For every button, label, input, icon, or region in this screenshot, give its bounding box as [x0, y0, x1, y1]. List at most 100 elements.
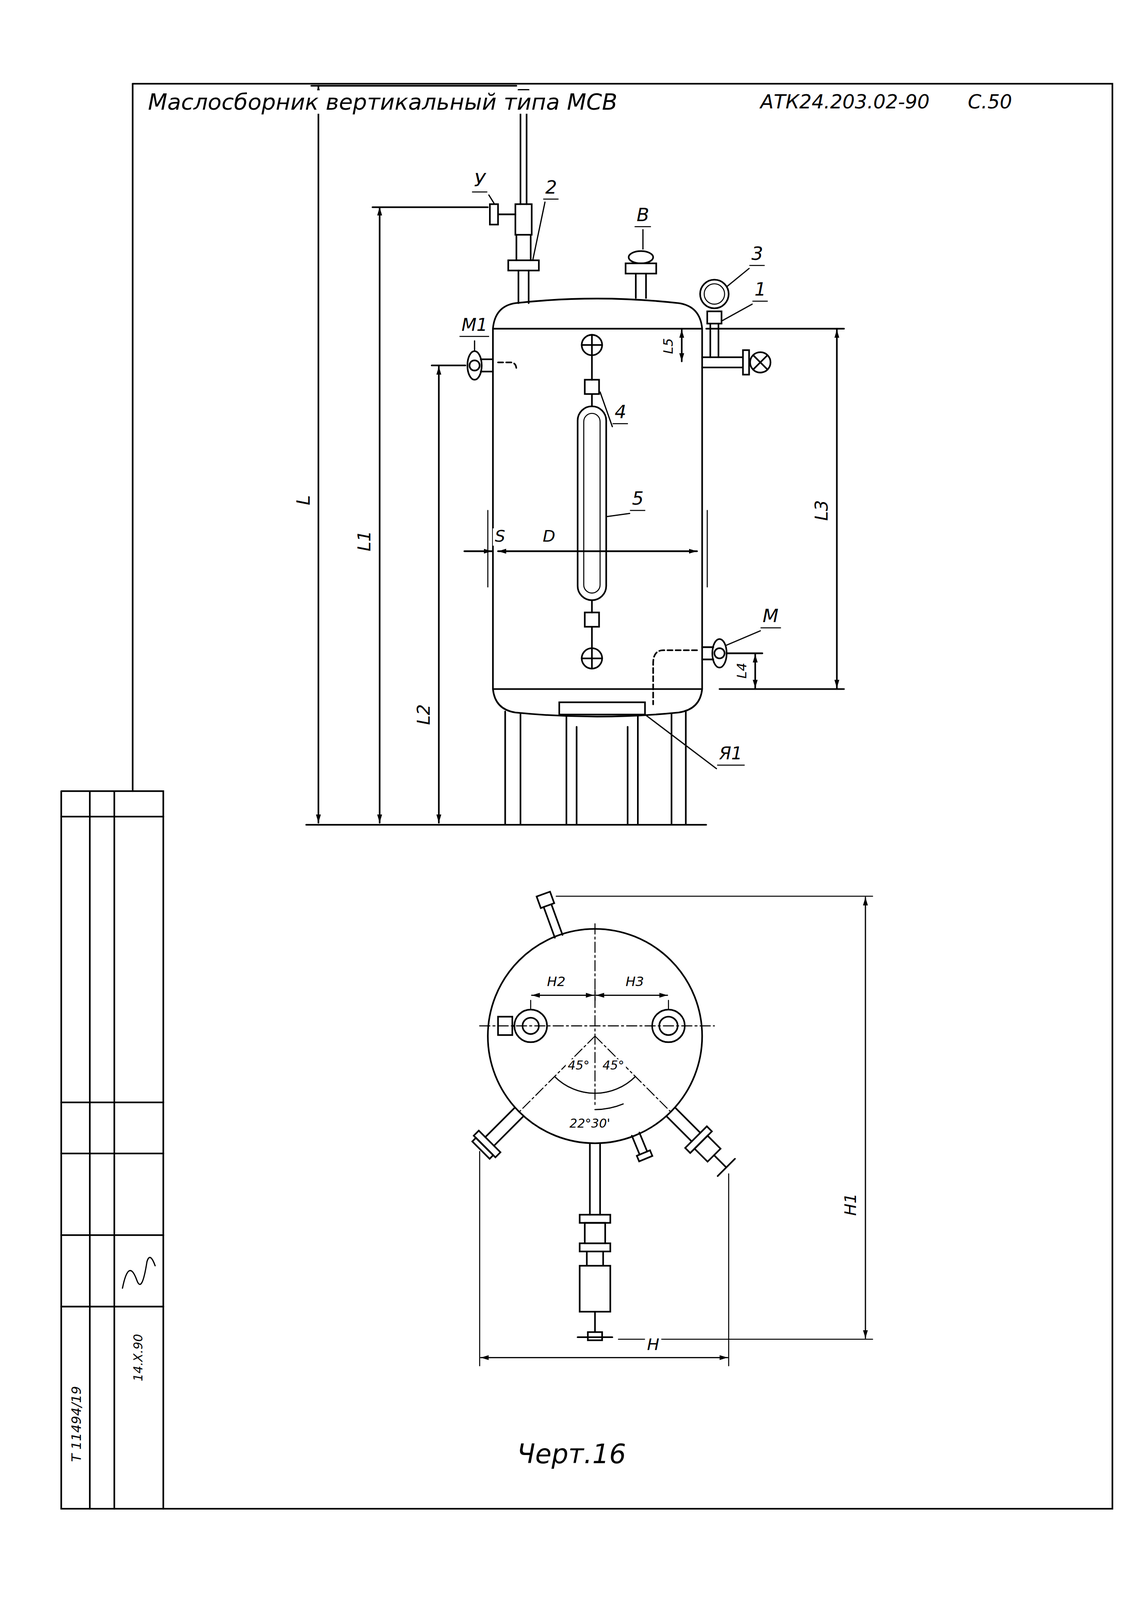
dimension-lines [464, 550, 493, 552]
manhole-lower [712, 638, 727, 668]
sheet-frame [132, 83, 1113, 1509]
top-nozzle-valve [518, 270, 529, 304]
plan-view [659, 1100, 738, 1179]
leader-lines [532, 202, 545, 261]
dimension-lines [317, 85, 320, 823]
plan-view [586, 1251, 604, 1266]
leader-lines [600, 391, 613, 427]
drawing-number: АТК24.203.02-90 [758, 92, 932, 113]
plan-view [594, 1103, 623, 1110]
plan-view [666, 1107, 701, 1142]
callout-number: 2 [543, 178, 560, 200]
manhole-upper [467, 350, 517, 380]
manhole-lower [652, 649, 697, 705]
plan-view [652, 1009, 685, 1043]
dimension-label: H1 [842, 1191, 860, 1218]
gauge-nozzle [700, 279, 771, 375]
leader-lines [607, 513, 630, 517]
callout-letter: М1 [459, 316, 490, 337]
stamp-text: Т 11494/19 [69, 1383, 84, 1464]
plan-view [579, 1214, 611, 1223]
level-gauge [584, 379, 600, 395]
dimension-lines [498, 550, 698, 552]
manhole-upper [469, 360, 480, 371]
level-gauge [577, 406, 607, 601]
dimension-lines [311, 84, 517, 87]
angle-label: 22°30' [567, 1117, 613, 1130]
vessel-shell [487, 510, 708, 587]
plan-view [584, 1222, 606, 1243]
dimension-lines [437, 366, 440, 823]
plan-view [594, 1076, 636, 1093]
plan-view [577, 1335, 613, 1338]
dimension-label: L [294, 492, 314, 508]
plan-view [659, 1016, 678, 1035]
sheet-frame [61, 816, 164, 1307]
gauge-nozzle [742, 350, 749, 375]
plan-view [479, 1151, 729, 1366]
level-gauge [591, 394, 593, 407]
leader-lines [474, 194, 761, 769]
top-nozzle-valve [489, 89, 539, 304]
level-gauge [591, 626, 593, 649]
vessel-shell [487, 298, 708, 717]
plan-view [522, 1017, 539, 1035]
plan-view [705, 1146, 736, 1176]
vent-nozzle [625, 251, 656, 299]
plan-view [589, 1142, 601, 1215]
vent-nozzle [635, 273, 647, 299]
dimension-label: L3 [813, 498, 832, 524]
plan-view [594, 1311, 596, 1332]
manhole-upper [498, 362, 517, 370]
plan-view [554, 1076, 595, 1093]
gauge-nozzle [710, 324, 719, 358]
plan-view [514, 1009, 548, 1043]
callout-number: 1 [752, 280, 769, 302]
plan-view [543, 904, 563, 938]
plan-view [596, 994, 668, 996]
dimension-lines [680, 329, 683, 362]
plan-view [498, 1016, 513, 1035]
callout-letter: В [634, 205, 652, 228]
figure-number: Черт.16 [514, 1440, 628, 1469]
plan-view [536, 891, 555, 909]
dimension-lines [372, 206, 488, 209]
drawing-title: Маслосборник вертикальный типа МСВ [145, 90, 620, 114]
plan-view [579, 1243, 611, 1252]
manhole-lower [652, 638, 727, 705]
dimension-label: H [644, 1336, 662, 1354]
dimension-label: D [540, 528, 558, 546]
dimension-label: L2 [415, 701, 434, 727]
callout-letter: М [760, 606, 781, 629]
dimension-label: H3 [623, 974, 647, 989]
plan-view [631, 1132, 648, 1155]
sheet-frame [122, 1257, 156, 1289]
leader-lines [722, 304, 753, 321]
manhole-lower [714, 648, 725, 659]
vessel-shell [492, 298, 702, 329]
sheet-frame [61, 791, 164, 1509]
callout-number: 3 [749, 244, 766, 266]
level-gauge [581, 648, 602, 669]
leader-lines [726, 268, 749, 287]
plan-view [479, 1025, 715, 1026]
level-gauge [591, 355, 593, 380]
dimension-lines [836, 329, 838, 688]
plan-view [628, 1131, 653, 1162]
manhole-upper [467, 350, 482, 380]
dimension-lines [378, 207, 381, 823]
vessel-support [566, 714, 638, 825]
plan-view [473, 1130, 501, 1158]
level-gauge [591, 600, 593, 613]
plan-view [594, 923, 596, 1108]
callout-number: 5 [630, 489, 647, 511]
callout-letter: Я1 [717, 744, 745, 766]
dimension-label: L1 [356, 528, 375, 554]
plan-view [470, 891, 873, 1366]
vessel-shell [492, 689, 702, 717]
leader-lines [474, 340, 476, 350]
plan-view [531, 994, 595, 996]
level-gauge [583, 413, 601, 594]
